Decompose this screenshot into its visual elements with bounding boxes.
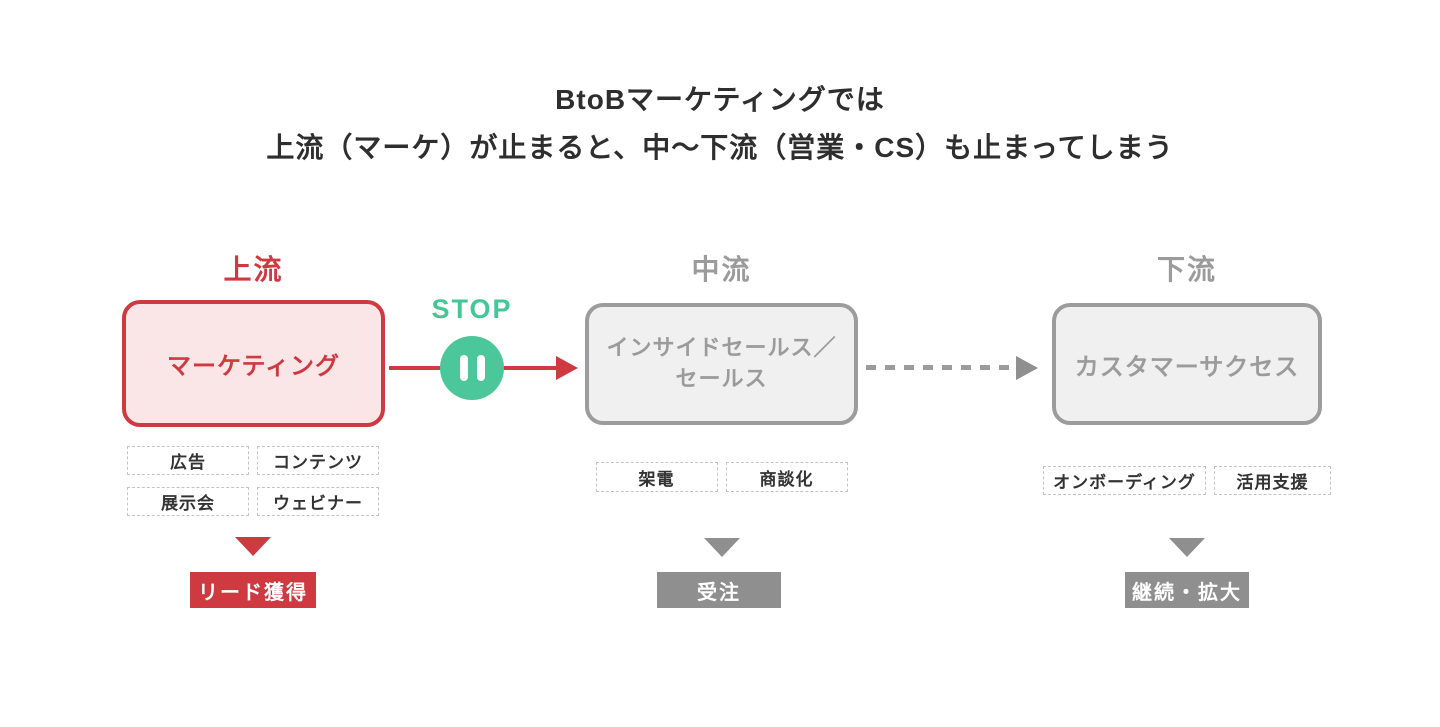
- triangle-down-icon: [1169, 538, 1205, 557]
- tag-ad: 広告: [127, 446, 249, 475]
- tag-onboarding: オンボーディング: [1043, 466, 1206, 495]
- upstream-tags: 広告 コンテンツ 展示会 ウェビナー: [127, 446, 379, 516]
- tag-exhibition: 展示会: [127, 487, 249, 516]
- tag-negotiation: 商談化: [725, 462, 848, 492]
- result-badge-retention: 継続・拡大: [1125, 572, 1249, 608]
- tag-content: コンテンツ: [257, 446, 379, 475]
- diagram-title: BtoBマーケティングでは 上流（マーケ）が止まると、中〜下流（営業・CS）も止…: [0, 76, 1440, 172]
- stop-label: STOP: [431, 294, 513, 324]
- box-marketing-label: マーケティング: [166, 353, 341, 380]
- box-customer-success: カスタマーサクセス: [1052, 303, 1322, 425]
- result-badge-order: 受注: [657, 572, 781, 608]
- triangle-down-icon: [704, 538, 740, 557]
- stage-label-upstream: 上流: [223, 254, 284, 285]
- arrow-right-icon: [556, 356, 578, 380]
- box-customer-success-label: カスタマーサクセス: [1074, 353, 1300, 381]
- box-inside-sales-line1: インサイドセールス／: [606, 335, 837, 361]
- arrow-right-icon: [1016, 356, 1038, 380]
- stage-label-midstream: 中流: [691, 254, 752, 285]
- diagram-title-line2: 上流（マーケ）が止まると、中〜下流（営業・CS）も止まってしまう: [266, 132, 1174, 163]
- downstream-tags: オンボーディング 活用支援: [1042, 466, 1332, 495]
- triangle-down-icon: [235, 537, 271, 556]
- pause-icon: [440, 336, 504, 400]
- result-badge-lead: リード獲得: [190, 572, 316, 608]
- box-inside-sales: インサイドセールス／ セールス: [585, 303, 858, 425]
- stage-label-downstream: 下流: [1156, 254, 1217, 285]
- box-marketing: マーケティング: [122, 300, 385, 427]
- tag-support: 活用支援: [1214, 466, 1331, 495]
- midstream-tags: 架電 商談化: [585, 462, 858, 492]
- tag-webinar: ウェビナー: [257, 487, 379, 516]
- box-inside-sales-line2: セールス: [675, 366, 768, 391]
- dotted-arrow-line-midstream-downstream: [866, 365, 1016, 370]
- diagram-title-line1: BtoBマーケティングでは: [555, 84, 885, 115]
- tag-calls: 架電: [595, 462, 718, 492]
